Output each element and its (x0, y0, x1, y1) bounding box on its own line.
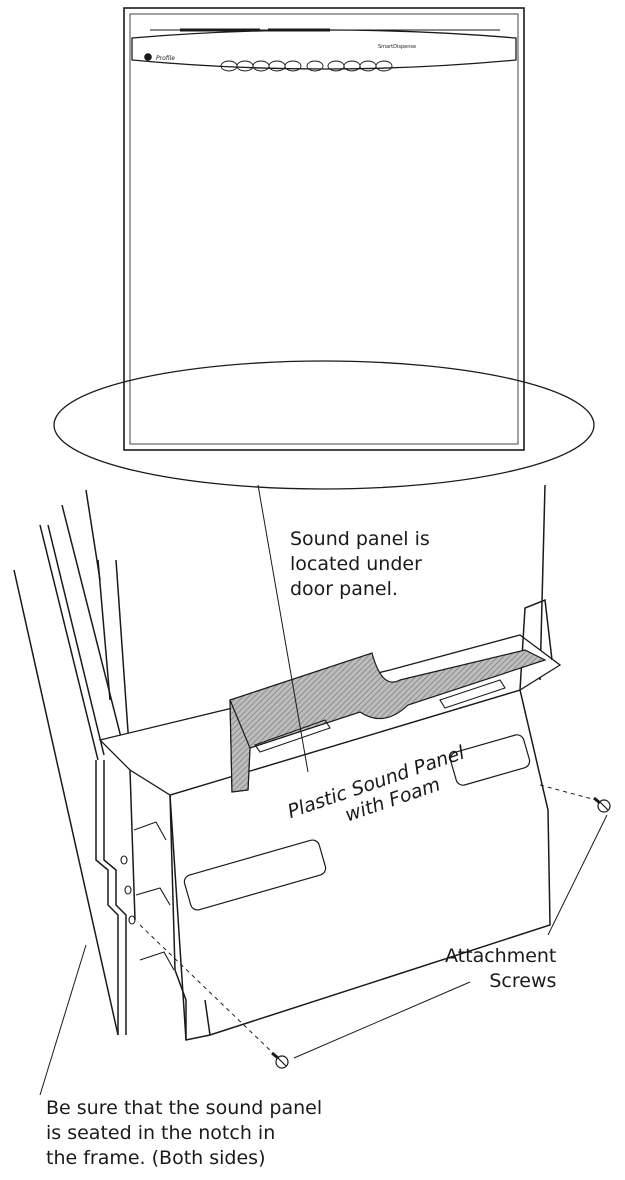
frame-rail (47, 524, 105, 756)
panel-edge (129, 769, 136, 921)
detail-view: Plastic Sound Panel with Foam (13, 484, 611, 1096)
notch-channel (103, 760, 127, 1035)
callout-sound-panel-line: door panel. (290, 578, 398, 600)
attachment-screw-right (593, 796, 611, 813)
control-buttons (220, 60, 393, 72)
panel-edge (169, 794, 176, 971)
door-edge-line (539, 484, 546, 681)
frame-rail (97, 559, 111, 701)
attachment-screw-left (271, 1051, 289, 1069)
frame-rail (39, 524, 99, 761)
frame-rail (61, 504, 129, 766)
control-button (375, 60, 393, 72)
callout-sound-panel-line: located under (290, 553, 422, 575)
callout-seating-line: Be sure that the sound panel (46, 1097, 323, 1119)
mount-slot (254, 719, 331, 753)
sound-panel: Plastic Sound Panel with Foam (98, 598, 562, 1041)
leader-notch (39, 944, 87, 1096)
callout-screws-line: Attachment (445, 945, 557, 967)
callout-seating-line: the frame. (Both sides) (46, 1147, 266, 1169)
callout-seating-note: Be sure that the sound panel is seated i… (46, 1096, 322, 1171)
panel-tabs (120, 821, 175, 971)
notch-channel (95, 760, 119, 1035)
frame-rail (13, 569, 119, 1036)
mount-slot (439, 679, 506, 709)
door-inner-edge (129, 13, 519, 445)
control-button (306, 60, 324, 72)
frame-rail (85, 489, 101, 581)
control-panel-text: SmartDispense (378, 44, 416, 50)
callout-seating-line: is seated in the notch in (46, 1122, 276, 1144)
leader-sound-panel (257, 484, 309, 773)
panel-cutout (449, 734, 531, 786)
foam-strip (229, 649, 547, 793)
panel-back-wall (519, 598, 553, 691)
highlight-ellipse (53, 360, 595, 490)
callout-attachment-screws: Attachment Screws (445, 944, 556, 994)
callout-sound-panel: Sound panel is located under door panel. (290, 527, 430, 602)
cabinet-frame (13, 489, 131, 1036)
dishwasher-door: Profile SmartDispense (123, 7, 525, 451)
leader-screw-left (293, 981, 471, 1059)
panel-lower-lip (174, 969, 187, 1040)
screw-path (539, 784, 597, 801)
foam-front (229, 699, 251, 793)
frame-rail (115, 559, 131, 761)
leader-screw-right (547, 814, 608, 936)
control-button (284, 60, 302, 72)
brand-logo-icon (144, 53, 152, 61)
door-outline (123, 7, 525, 451)
panel-cutout (183, 839, 327, 911)
brand-script: Profile (156, 55, 175, 62)
panel-edge (204, 999, 211, 1036)
callout-screws-line: Screws (489, 970, 557, 992)
callout-sound-panel-line: Sound panel is (290, 528, 430, 550)
